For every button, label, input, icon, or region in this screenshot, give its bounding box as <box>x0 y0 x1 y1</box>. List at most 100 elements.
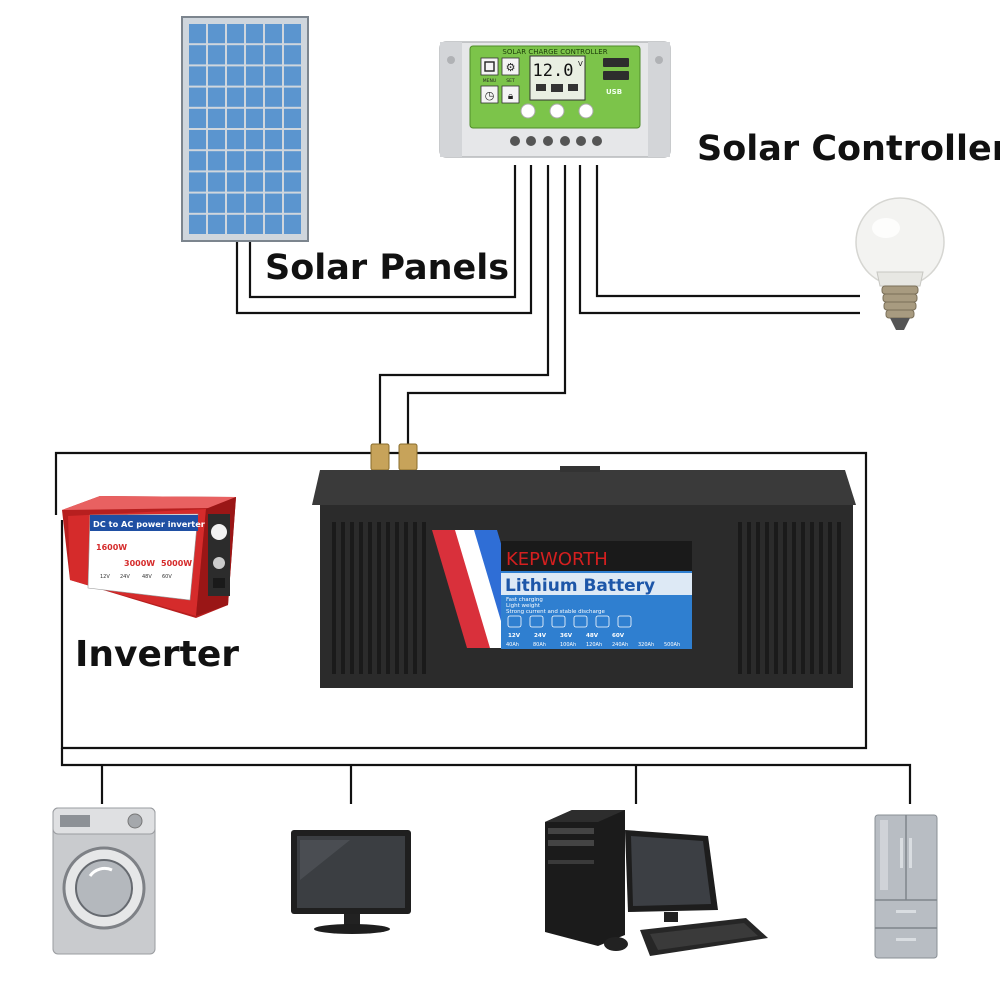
solar-cell <box>246 193 263 213</box>
battery-feature-1: Fast charging <box>506 597 543 603</box>
inverter-outlet <box>211 524 227 540</box>
solar-cell <box>284 193 301 213</box>
battery-vent-slot <box>756 522 760 674</box>
controller-button-3 <box>578 103 594 119</box>
controller-usb-label: USB <box>606 88 622 96</box>
solar-cell <box>189 87 206 107</box>
computer-monitor <box>291 830 411 934</box>
controller-lcd <box>529 55 586 101</box>
solar-cell <box>208 66 225 86</box>
solar-cell <box>208 87 225 107</box>
solar-cell <box>246 66 263 86</box>
battery-vent-slot <box>810 522 814 674</box>
solar-cell <box>284 87 301 107</box>
solar-cell <box>246 214 263 234</box>
battery-voltage-5: 60V <box>612 633 625 639</box>
solar-cell <box>265 108 282 128</box>
solar-panel <box>181 16 309 242</box>
battery-voltage-1: 12V <box>508 633 521 639</box>
solar-charge-controller: SOLAR CHARGE CONTROLLER ⚙ MENU SET ◷ 🔒︎ … <box>439 41 671 158</box>
battery-vent-slot <box>792 522 796 674</box>
solar-cell <box>208 24 225 44</box>
solar-cell <box>265 130 282 150</box>
inverter-voltage-4: 60V <box>162 574 172 580</box>
controller-title: SOLAR CHARGE CONTROLLER <box>502 48 607 56</box>
solar-panels-label: Solar Panels <box>265 248 509 288</box>
lithium-battery: KEPWORTH Lithium Battery Fast charging L… <box>312 443 856 688</box>
washing-machine <box>52 807 156 955</box>
lock-icon: 🔒︎ <box>508 91 513 102</box>
battery-terminal-positive <box>370 443 390 471</box>
battery-vent-slot <box>359 522 363 674</box>
battery-title: Lithium Battery <box>505 576 655 596</box>
solar-controller-label: Solar Controller <box>697 129 1000 169</box>
controller-set-label: SET <box>506 78 515 84</box>
battery-capacity-3: 100Ah <box>560 642 576 648</box>
solar-cell <box>189 151 206 171</box>
solar-cell <box>265 66 282 86</box>
inverter-rating-2: 3000W <box>124 559 155 568</box>
inverter-label: Inverter <box>75 634 239 675</box>
battery-capacity-2: 80Ah <box>533 642 546 648</box>
solar-cell <box>284 45 301 65</box>
battery-capacity-5: 240Ah <box>612 642 628 648</box>
solar-cell <box>284 214 301 234</box>
battery-vent-slot <box>837 522 841 674</box>
battery-voltage-4: 48V <box>586 633 599 639</box>
battery-capacity-4: 120Ah <box>586 642 602 648</box>
solar-cell <box>208 172 225 192</box>
battery-feature-2: Light weight <box>506 603 541 609</box>
wire-panel-inner <box>248 165 517 299</box>
battery-vent-slot <box>747 522 751 674</box>
solar-cell <box>265 193 282 213</box>
solar-cell <box>246 151 263 171</box>
solar-cell <box>227 172 244 192</box>
battery-vent-slot <box>801 522 805 674</box>
wire-battery-right <box>406 165 567 448</box>
solar-cell <box>284 151 301 171</box>
solar-cell <box>246 130 263 150</box>
solar-cell <box>189 66 206 86</box>
solar-cell <box>227 45 244 65</box>
battery-vent-slot <box>422 522 426 674</box>
wire-bulb-upper <box>595 165 860 298</box>
solar-cell <box>208 151 225 171</box>
solar-cell <box>189 130 206 150</box>
desktop-computer <box>545 810 768 956</box>
solar-cell <box>246 24 263 44</box>
battery-voltage-3: 36V <box>560 633 573 639</box>
solar-cell <box>227 66 244 86</box>
battery-feature-3: Strong current and stable discharge <box>506 609 606 615</box>
inverter-voltage-1: 12V <box>100 574 110 580</box>
solar-cell <box>208 108 225 128</box>
battery-vent-slot <box>765 522 769 674</box>
battery-terminal-negative <box>398 443 418 471</box>
battery-capacity-6: 320Ah <box>638 642 654 648</box>
battery-vent-slot <box>386 522 390 674</box>
wire-load-bus <box>60 748 912 804</box>
battery-vent-slot <box>783 522 787 674</box>
inverter-label-panel <box>87 513 199 601</box>
solar-cell <box>265 214 282 234</box>
solar-cell <box>227 130 244 150</box>
gear-icon: ⚙ <box>506 61 516 74</box>
battery-brand: KEPWORTH <box>506 549 608 570</box>
controller-voltage: 12.0 <box>533 61 574 81</box>
solar-cell <box>265 24 282 44</box>
solar-cell <box>189 108 206 128</box>
solar-cell <box>208 214 225 234</box>
controller-button-2 <box>549 103 565 119</box>
solar-cell <box>246 172 263 192</box>
usb-port-2 <box>603 71 629 80</box>
solar-cell <box>208 130 225 150</box>
inverter-voltage-2: 24V <box>120 574 130 580</box>
inverter-rating-3: 5000W <box>161 559 192 568</box>
clock-icon: ◷ <box>485 89 495 102</box>
inverter-rating-1: 1600W <box>96 543 127 552</box>
solar-cell <box>284 108 301 128</box>
solar-cell <box>284 172 301 192</box>
refrigerator <box>874 814 938 959</box>
wire-battery-left <box>378 165 550 448</box>
battery-vent-slot <box>350 522 354 674</box>
wire-panel-outer <box>235 165 533 315</box>
